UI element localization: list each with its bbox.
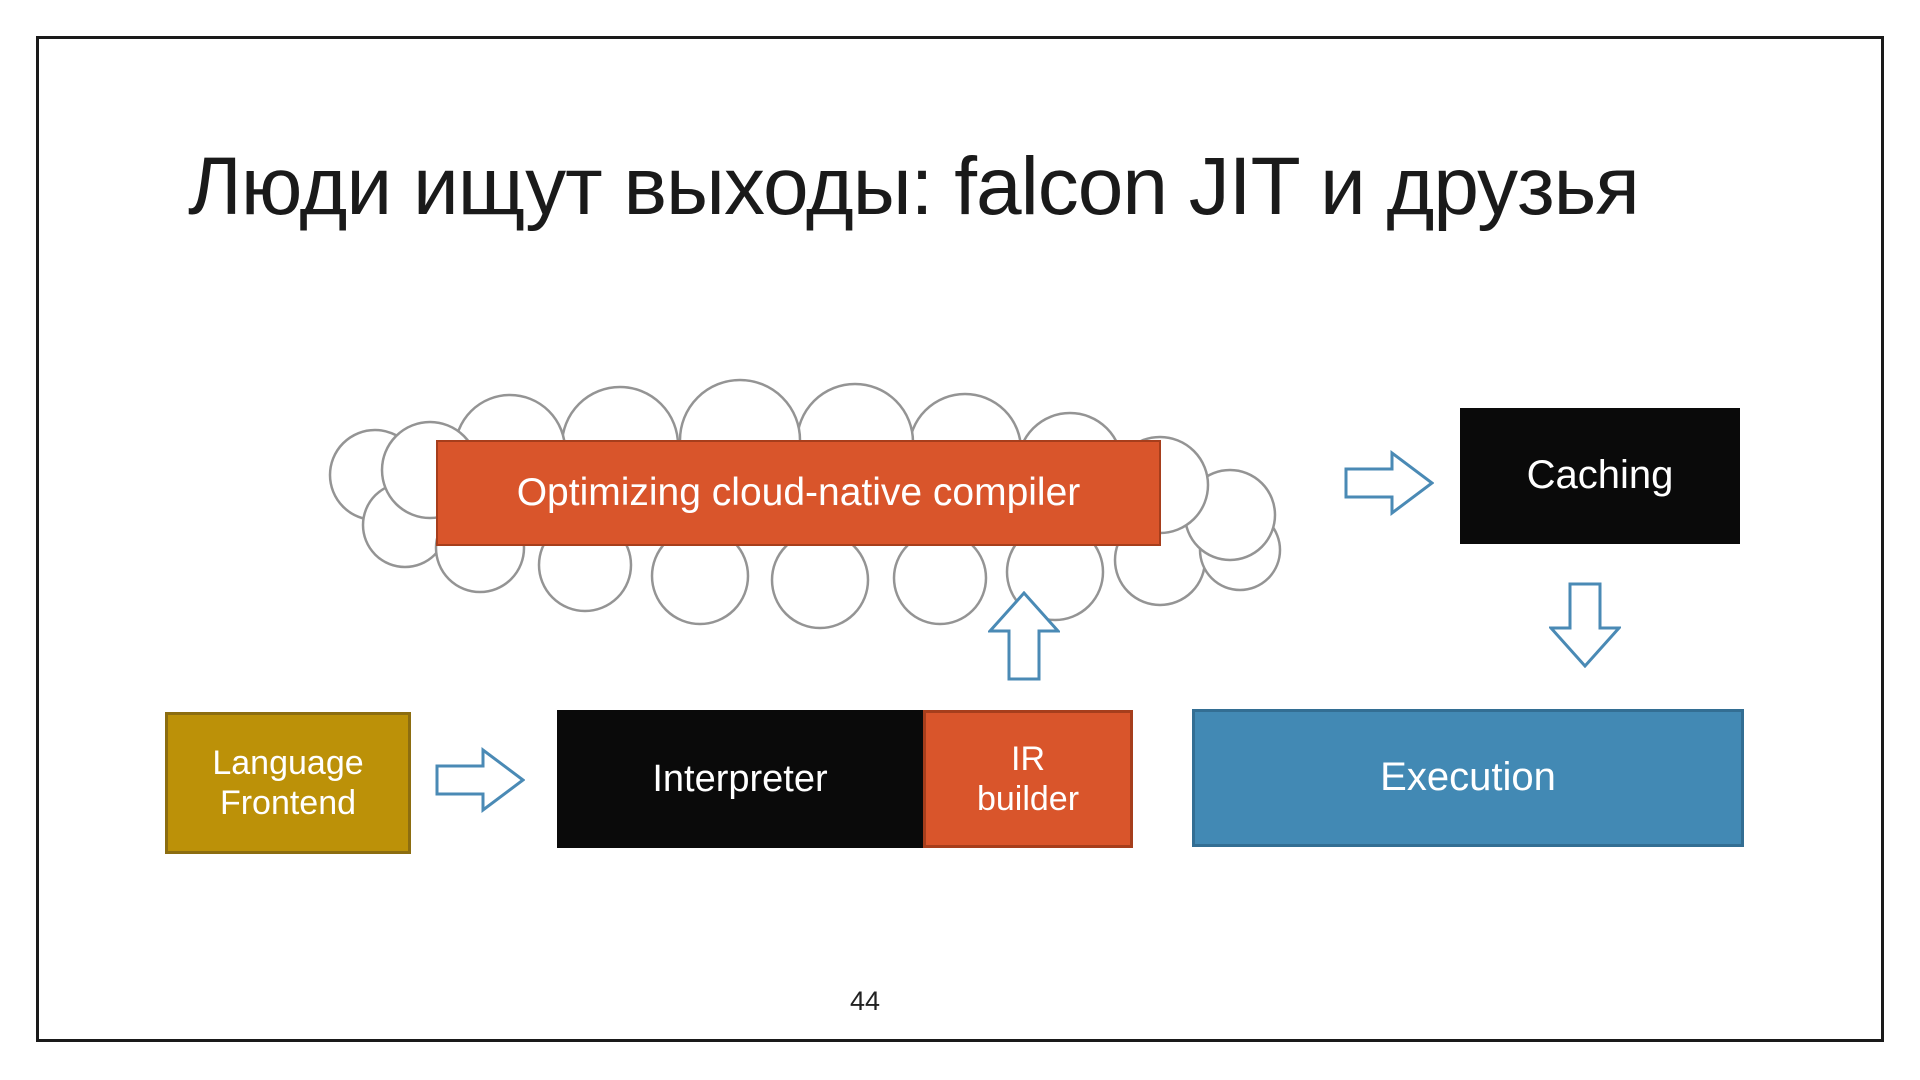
interpreter-box: Interpreter (557, 710, 923, 848)
language-frontend-box: Language Frontend (165, 712, 411, 854)
execution-label: Execution (1380, 755, 1556, 800)
arrow-up-icon (988, 591, 1060, 681)
arrow-down-icon (1549, 582, 1621, 668)
caching-box: Caching (1460, 408, 1740, 544)
language-frontend-label: Language Frontend (212, 743, 364, 822)
execution-box: Execution (1192, 709, 1744, 847)
optimizing-compiler-label: Optimizing cloud-native compiler (516, 470, 1081, 514)
slide-title: Люди ищут выходы: falcon JIT и друзья (188, 141, 1640, 232)
page-number: 44 (849, 986, 881, 1016)
arrow-right-icon (435, 747, 525, 813)
ir-builder-box: IR builder (923, 710, 1133, 848)
optimizing-compiler-box: Optimizing cloud-native compiler (436, 440, 1161, 546)
interpreter-label: Interpreter (652, 757, 828, 800)
caching-label: Caching (1526, 453, 1674, 498)
arrow-right-icon (1344, 450, 1434, 516)
ir-builder-label: IR builder (976, 739, 1080, 818)
